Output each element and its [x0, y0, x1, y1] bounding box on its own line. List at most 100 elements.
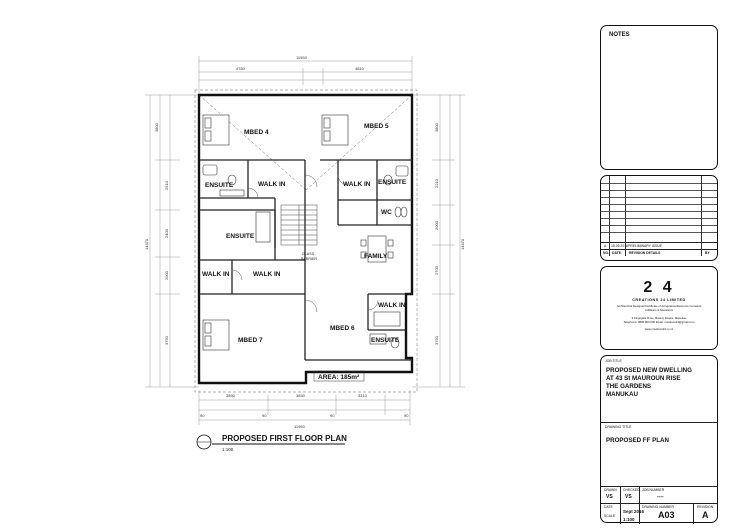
revision-col-details: REVISION DETAILS	[629, 251, 661, 255]
room-label-family: FAMILY	[364, 253, 388, 260]
job-number-label: JOB NUMBER	[642, 488, 665, 492]
bathroom-fixtures	[202, 164, 409, 349]
revisions-panel: A 15.09.2016 PRELIMINARY ISSUE NO. DATE …	[600, 175, 718, 261]
dim-bottom-3: 3310	[358, 393, 368, 398]
dim-bottom-small: 90	[200, 413, 205, 418]
revision-value: A	[702, 510, 709, 520]
room-label-walkin: WALK IN	[258, 181, 286, 188]
room-label-walkin: WALK IN	[253, 271, 281, 278]
notes-panel: NOTES	[600, 25, 718, 170]
room-label-ensuite: ENSUITE	[226, 233, 255, 240]
room-label-walkin: WALK IN	[378, 302, 406, 309]
firm-tagline-1: Architectural Designer/Certificate of Ac…	[616, 304, 702, 308]
dim-bottom-total: 11950	[294, 424, 306, 429]
job-title-line2: AT 43 St MAUROUN RISE	[606, 375, 681, 382]
dim-left-5: 3750	[164, 335, 169, 345]
roof-outline	[194, 89, 418, 393]
door-swings	[231, 174, 379, 313]
stairs	[280, 204, 318, 246]
job-title-line3: THE GARDENS	[606, 383, 652, 390]
drawn-label: DRAWN	[604, 488, 617, 492]
revision-row-id: A	[604, 244, 607, 248]
svg-text:BARRIER: BARRIER	[301, 257, 317, 261]
firm-phone: Telephone: 0800 000 000 Email: creations…	[623, 320, 695, 324]
dim-right-2: 2210	[434, 178, 439, 188]
firm-address: 3 Kingsgate Drive, Botany Downs, Manukau	[631, 316, 687, 320]
dim-right-total: 14470	[460, 238, 465, 250]
room-label-walkin: WALK IN	[343, 181, 371, 188]
drawing-number-value: A03	[658, 510, 675, 520]
dim-left-3: 2400	[164, 228, 169, 238]
date-label: DATE	[604, 505, 613, 509]
room-label-walkin: WALK IN	[202, 271, 230, 278]
room-labels: MBED 4 MBED 5 ENSUITE WALK IN WALK IN EN…	[202, 123, 407, 381]
dim-right-5: 3750	[434, 335, 439, 345]
plan-scale: 1:100	[222, 447, 234, 452]
date-value: Sept 2016	[623, 509, 645, 514]
room-label-mbed5: MBED 5	[364, 123, 389, 130]
dim-bottom-small: 90	[262, 413, 267, 418]
firm-website: www.creations24.co.nz	[644, 327, 674, 331]
job-panel: JOB TITLE PROPOSED NEW DWELLING AT 43 St…	[600, 355, 718, 524]
dim-bottom-1: 3890	[226, 393, 236, 398]
firm-panel: 2 4 CREATIONS 24 LIMITED Architectural D…	[600, 266, 718, 350]
dim-right-4: 2700	[434, 265, 439, 275]
internal-walls	[199, 159, 412, 361]
dim-top-right: 4810	[355, 66, 365, 71]
drawing-number-label: DRAWING NUMBER	[642, 505, 674, 509]
dim-top-left: 4780	[236, 66, 246, 71]
job-title-label: JOB TITLE	[605, 359, 622, 363]
revision-col-date: DATE	[612, 251, 621, 255]
dimension-lines	[145, 56, 465, 425]
firm-tagline-2: Additions & Alterations	[645, 308, 673, 312]
notes-label: NOTES	[609, 32, 630, 38]
room-label-mbed4: MBED 4	[244, 129, 269, 136]
dining-table	[360, 235, 394, 263]
svg-text:GLASS: GLASS	[302, 252, 315, 256]
room-label-mbed6: MBED 6	[330, 325, 355, 332]
room-label-ensuite: ENSUITE	[205, 182, 234, 189]
plan-title: PROPOSED FIRST FLOOR PLAN	[222, 434, 347, 443]
drawn-value: VS	[606, 494, 613, 500]
dim-left-4: 2000	[164, 270, 169, 280]
drawing-title: PROPOSED FF PLAN	[606, 437, 669, 444]
area-label: AREA: 185m²	[318, 374, 360, 381]
scale-value: 1:100	[623, 517, 635, 522]
room-label-ensuite: ENSUITE	[371, 337, 400, 344]
glass-barrier-label: GLASS BARRIER	[301, 252, 317, 261]
dim-right-3: 2000	[434, 220, 439, 230]
drawing-title-label: DRAWING TITLE	[605, 425, 632, 429]
job-number-value: ----	[657, 494, 664, 500]
external-walls	[197, 93, 414, 385]
dim-right-1: 3800	[434, 122, 439, 132]
job-title-line1: PROPOSED NEW DWELLING	[606, 367, 692, 374]
checked-value: VS	[625, 494, 632, 500]
dim-bottom-small: 90	[330, 413, 335, 418]
plan-caption: PROPOSED FIRST FLOOR PLAN 1:100	[196, 434, 347, 452]
room-label-ensuite: ENSUITE	[378, 179, 407, 186]
firm-logo-name: CREATIONS 24 LIMITED	[632, 298, 686, 302]
revision-row-date: 15.09.2016	[611, 244, 628, 248]
dim-left-total: 14470	[144, 238, 149, 250]
dimension-text-left: 14470 3800 2510 2400 2000 3750 14470 380…	[144, 122, 465, 345]
dim-bottom-2: 3830	[296, 393, 306, 398]
firm-logo-numbers: 2 4	[643, 279, 675, 296]
room-label-mbed7: MBED 7	[238, 337, 263, 344]
revision-col-no: NO.	[603, 251, 610, 255]
job-title-line4: MANUKAU	[606, 391, 638, 398]
revision-col-by: BY	[705, 251, 710, 255]
scale-label: SCALE	[604, 514, 616, 518]
area-box	[313, 370, 365, 382]
checked-label: CHECKED	[623, 488, 640, 492]
room-label-wc: WC	[381, 209, 392, 216]
dimension-text: 11950 4780 4810 3890 3830 3310 90 90 90 …	[200, 55, 409, 429]
revision-row-details: PRELIMINARY ISSUE	[628, 244, 662, 248]
dim-left-2: 2510	[164, 180, 169, 190]
dim-bottom-small: 90	[404, 413, 409, 418]
furniture-beds	[202, 114, 401, 351]
revision-label: REVISION	[697, 505, 714, 509]
dim-left-1: 3800	[154, 122, 159, 132]
dim-top-total: 11950	[296, 55, 308, 60]
floor-plan-drawing: MBED 4 MBED 5 ENSUITE WALK IN WALK IN EN…	[144, 55, 465, 452]
